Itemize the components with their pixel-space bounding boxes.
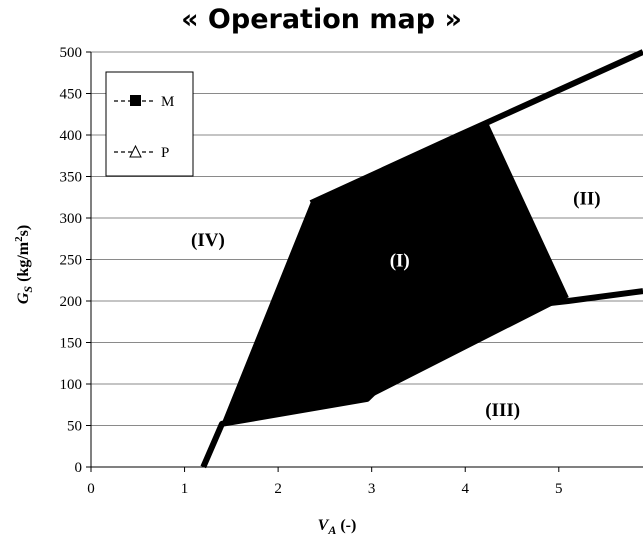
tick-labels: 0 50 100 150 200 250 300 350 400 450 500 0 1 2 3 4 5 [60,45,563,497]
legend-box [105,71,194,177]
x-tick-label-3: 3 [368,481,376,497]
x-tick-label-5: 5 [555,481,563,497]
axes [86,51,643,472]
legend-label-m: M [161,94,174,110]
legend-label-p: P [161,145,169,161]
region-label-2: (II) [573,188,600,209]
legend-marker-p [129,144,142,158]
legend-marker-m [130,95,141,106]
y-tick-label-150: 150 [60,336,83,352]
y-tick-label-500: 500 [60,45,83,61]
y-tick-label-250: 250 [60,253,83,269]
y-tick-label-450: 450 [60,87,83,103]
region-labels: (I) (II) (III) (IV) [191,188,601,421]
x-tick-label-2: 2 [274,481,282,497]
y-tick-label-50: 50 [67,419,82,435]
x-axis-label: VA (-) [318,517,357,536]
x-tick-label-0: 0 [87,481,95,497]
region-label-1: (I) [390,251,410,272]
y-tick-label-100: 100 [60,377,83,393]
series-p-line [200,288,643,469]
x-tick-label-4: 4 [461,481,469,497]
chart-title: « Operation map » [181,4,462,35]
legend: MP [105,71,194,177]
upper-boundary-line [309,49,643,206]
y-tick-label-200: 200 [60,294,83,310]
axis-labels: VA (-) GS (kg/m2s) [13,225,356,536]
y-tick-label-400: 400 [60,128,83,144]
y-tick-label-350: 350 [60,170,83,186]
y-tick-label-300: 300 [60,211,83,227]
y-axis-label: GS (kg/m2s) [13,225,35,304]
x-tick-label-1: 1 [181,481,189,497]
region-label-4: (IV) [191,230,225,251]
y-tick-label-0: 0 [75,460,83,476]
region-label-3: (III) [485,400,520,421]
boundary-lines [200,49,643,469]
